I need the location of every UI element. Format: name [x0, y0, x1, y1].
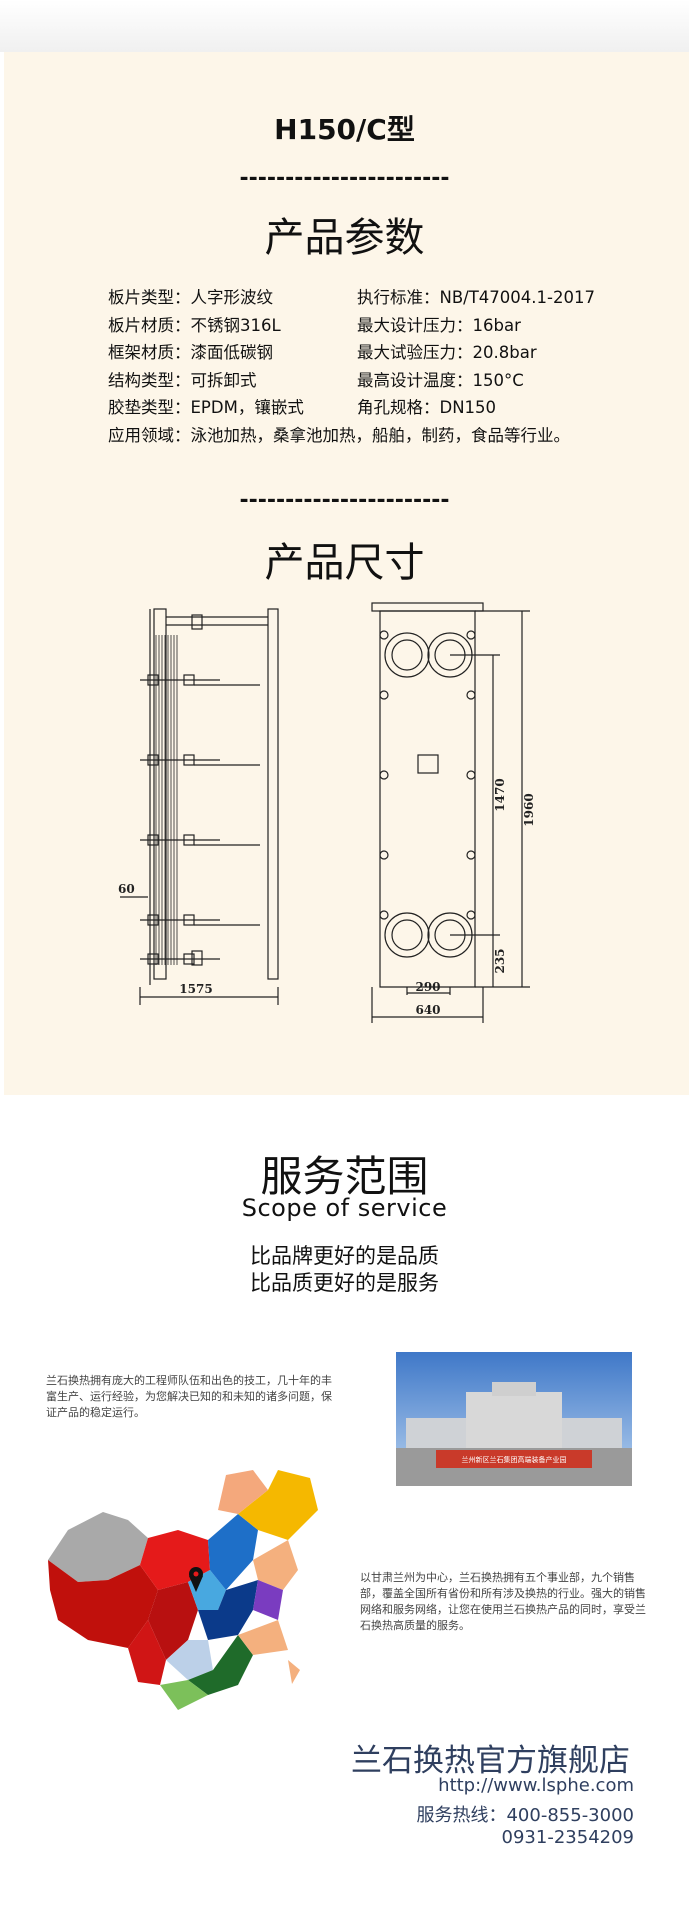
dims-heading: 产品尺寸 [264, 540, 425, 586]
spec-item: 胶垫类型：EPDM，镶嵌式 [108, 398, 304, 417]
service-paragraph-1: 兰石换热拥有庞大的工程师队伍和出色的技工，几十年的丰富生产、运行经验，为您解决已… [46, 1374, 332, 1419]
params-heading: 产品参数 [264, 215, 425, 261]
spec-item: 角孔规格：DN150 [357, 398, 497, 417]
service-hotline: 服务热线：400-855-3000 [416, 1805, 634, 1826]
divider: ----------------------- [239, 166, 450, 191]
phone-number: 0931-2354209 [501, 1827, 634, 1848]
model-title: H150/C型 [274, 113, 415, 146]
service-subtitle: Scope of service [241, 1194, 448, 1222]
spec-item: 板片材质：不锈钢316L [108, 315, 281, 335]
dim-side-offset: 60 [118, 882, 135, 896]
dim-port-spacing: 1470 [493, 778, 507, 811]
spec-item: 最大试验压力：20.8bar [357, 343, 537, 362]
headquarters-photo: 兰州新区兰石集团高端装备产业园 [396, 1352, 632, 1486]
specs-left: 板片类型：人字形波纹 板片材质：不锈钢316L 框架材质：漆面低碳钢 结构类型：… [108, 284, 570, 449]
slogan-line1: 比品牌更好的是品质 [250, 1244, 439, 1268]
dim-front-width: 640 [415, 1003, 440, 1017]
dim-port-width: 290 [415, 980, 440, 994]
specs-right: 执行标准：NB/T47004.1-2017 最大设计压力：16bar 最大试验压… [357, 284, 595, 422]
store-brand-title: 兰石换热官方旗舰店 [351, 1743, 630, 1779]
dim-front-height: 1960 [522, 793, 536, 826]
dimension-drawing: 1575 60 1960 1470 235 290 640 [118, 602, 536, 1023]
fixed-plate [153, 608, 167, 980]
china-service-map [48, 1470, 318, 1710]
spec-item: 板片类型：人字形波纹 [108, 288, 273, 307]
dim-bottom: 235 [493, 948, 507, 973]
service-title: 服务范围 [260, 1152, 429, 1201]
spec-item: 结构类型：可拆卸式 [108, 370, 257, 390]
spec-item: 最高设计温度：150°C [357, 370, 524, 390]
divider: ----------------------- [239, 488, 450, 513]
website-link[interactable]: http://www.lsphe.com [438, 1775, 634, 1796]
photo-sign: 兰州新区兰石集团高端装备产业园 [462, 1455, 567, 1464]
spec-item: 框架材质：漆面低碳钢 [108, 343, 273, 362]
spec-item: 执行标准：NB/T47004.1-2017 [357, 288, 595, 307]
top-bar [0, 0, 689, 52]
spec-item: 应用领域：泳池加热，桑拿池加热，船舶，制药，食品等行业。 [108, 425, 570, 445]
movable-plate [267, 608, 279, 980]
slogan-line2: 比品质更好的是服务 [250, 1271, 439, 1295]
map-pin-icon [189, 1567, 203, 1592]
spec-item: 最大设计压力：16bar [357, 315, 521, 335]
product-section-background [4, 52, 689, 1095]
service-paragraph-2: 以甘肃兰州为中心，兰石换热拥有五个事业部，九个销售部，覆盖全国所有省份和所有涉及… [360, 1571, 646, 1632]
dim-side-width: 1575 [179, 982, 212, 996]
